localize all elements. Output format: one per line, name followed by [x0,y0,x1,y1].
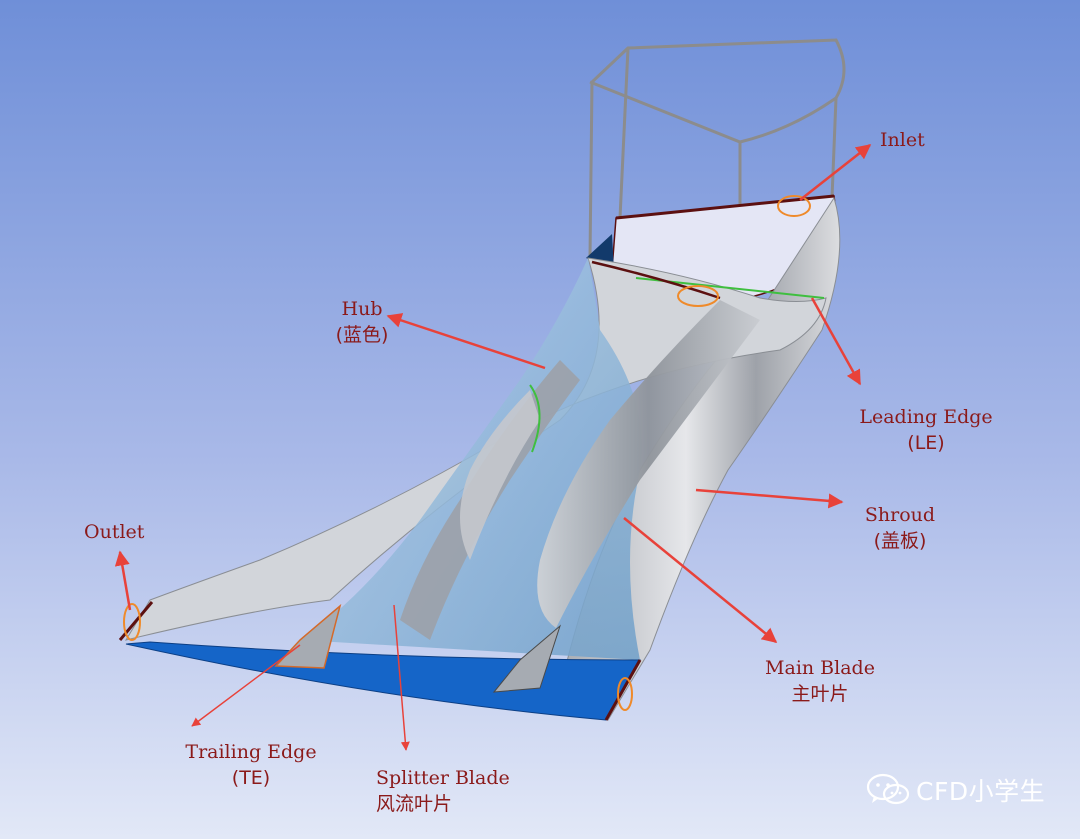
label-trailing-edge-text: Trailing Edge [185,741,317,763]
main-blade-surface [537,300,760,628]
splitter-blade-surface [460,390,540,560]
label-trailing-edge: Trailing Edge (TE) [176,739,326,791]
label-outlet: Outlet [84,519,144,545]
outlet-highlight [123,603,141,641]
main-blade-arrow [623,517,778,643]
shroud-arrow [695,488,844,509]
label-hub: Hub (蓝色) [326,296,398,348]
label-leading-edge-text: Leading Edge [859,406,993,428]
label-leading-edge: Leading Edge (LE) [856,404,996,456]
label-main-blade-text: Main Blade [765,657,875,679]
leading-edge-line [591,260,721,300]
label-main-blade-sub: 主叶片 [791,683,849,705]
inlet-edge [615,194,835,220]
label-main-blade: Main Blade 主叶片 [760,655,880,707]
annotation-arrows [114,144,872,751]
outlet-edge-right [604,659,642,721]
label-splitter-blade-text: Splitter Blade [376,767,510,789]
label-inlet: Inlet [880,127,925,153]
wechat-icon [866,773,910,805]
inlet-arrow [799,144,872,201]
label-splitter-blade-sub: 风流叶片 [376,793,453,815]
leading-edge-arrow [810,297,862,386]
hub-arrow [386,313,546,370]
label-trailing-edge-sub: (TE) [231,767,271,789]
label-hub-text: Hub [341,298,383,320]
label-inlet-text: Inlet [880,129,925,151]
label-shroud-text: Shroud [864,504,936,526]
label-leading-edge-sub: (LE) [907,432,945,454]
trailing-edge-tip-1 [274,603,342,669]
highlight-circles [123,195,811,711]
label-outlet-text: Outlet [84,521,145,543]
splitter-blade-arrow [393,604,410,751]
leading-edge-green [529,384,541,453]
inlet-highlight [777,195,811,217]
outlet-highlight-right [617,677,633,711]
watermark: CFD小学生 [866,770,1045,810]
trailing-edge-arrow [191,644,301,727]
leading-edge-highlight [677,285,719,307]
label-hub-sub: (蓝色) [335,324,389,346]
label-shroud: Shroud (盖板) [860,502,940,554]
label-shroud-sub: (盖板) [873,530,927,552]
watermark-text: CFD小学生 [916,777,1046,806]
label-splitter-blade: Splitter Blade 风流叶片 [376,765,538,817]
trailing-edge-tip-2 [492,624,562,693]
outlet-arrow [114,550,132,611]
